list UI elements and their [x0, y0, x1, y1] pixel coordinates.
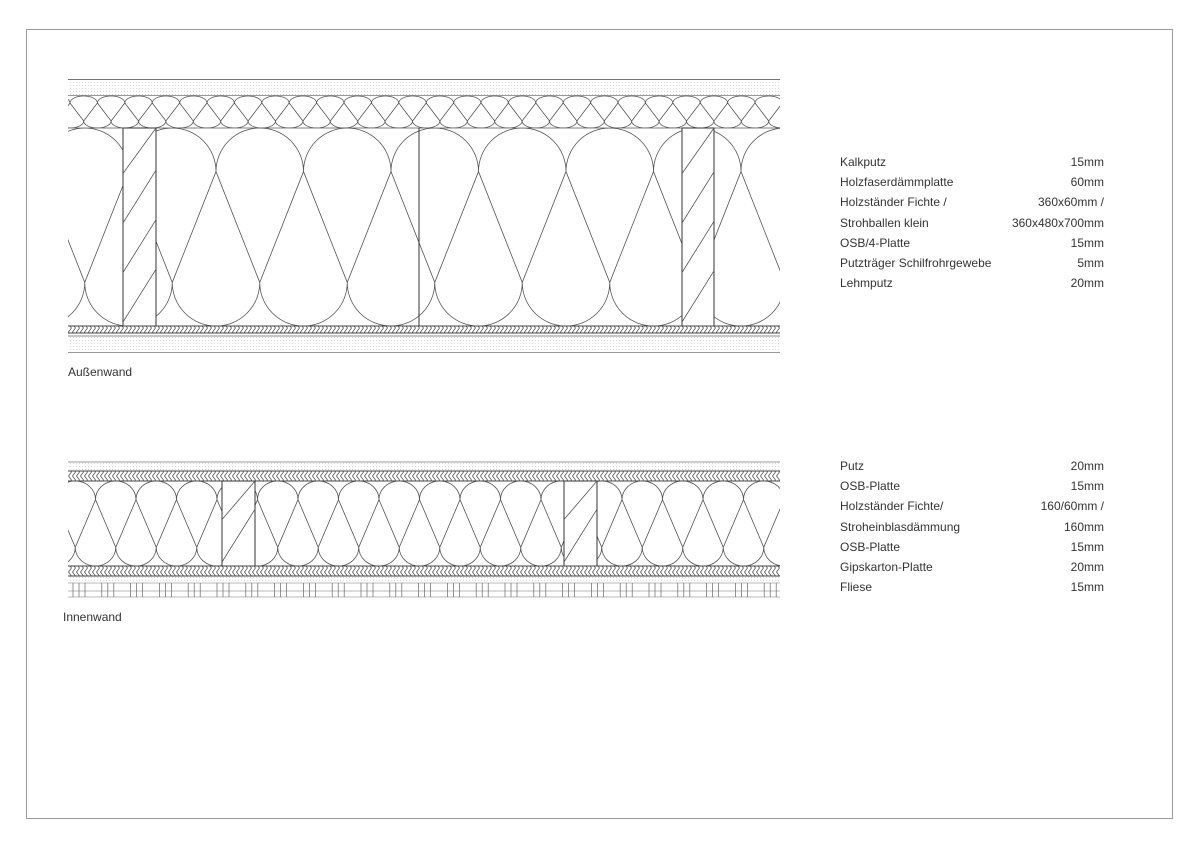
interior-wall-layer-list: Putz 20mm OSB-Platte 15mm Holzständer Fich…	[840, 456, 1104, 597]
layer-row: OSB-Platte 15mm	[840, 537, 1104, 557]
layer-row: Gipskarton-Platte 20mm	[840, 557, 1104, 577]
layer-name: Putzträger Schilfrohrgewebe	[840, 255, 992, 270]
layer-row: Strohballen klein 360x480x700mm	[840, 213, 1104, 233]
layer-thickness: 15mm	[1070, 155, 1104, 169]
layer-name: Putz	[840, 459, 865, 473]
timber-studs	[122, 127, 715, 327]
layer-name: Holzfaserdämmplatte	[840, 175, 954, 190]
layer-thickness: 60mm	[1070, 175, 1104, 190]
layer-row: Holzständer Fichte/160/60mm /	[840, 496, 1104, 516]
layer-name: Fliese	[840, 580, 873, 595]
layer-name: OSB-Platte	[840, 539, 901, 554]
layer-thickness: 360x480x700mm	[1011, 215, 1104, 230]
clay-plaster-layer	[68, 337, 780, 352]
layer-row: Holzständer Fichte / 360x60mm /	[840, 192, 1104, 212]
gypsum-board-layer	[68, 577, 780, 583]
layer-name: OSB/4-Platte	[840, 235, 911, 250]
layer-thickness: 15mm	[1070, 539, 1104, 554]
wood-fiber-board-layer	[68, 95, 780, 128]
plaster-layer	[68, 463, 780, 471]
osb-board-layer	[68, 326, 780, 333]
layer-name: OSB-Platte	[840, 479, 901, 494]
stud-hatch	[122, 127, 157, 323]
tile-joints	[72, 583, 777, 597]
timber-stud	[563, 480, 598, 567]
layer-row: Putz 20mm	[840, 456, 1104, 476]
layer-row: Fliese 15mm	[840, 577, 1104, 597]
layer-name: Holzständer Fichte /	[840, 195, 947, 210]
osb-board-bottom-layer	[68, 566, 780, 576]
layer-name: Strohballen klein	[840, 215, 929, 230]
exterior-wall-caption: Außenwand	[68, 365, 133, 379]
timber-stud	[122, 127, 157, 327]
layer-thickness: 5mm	[1077, 255, 1104, 270]
layer-thickness: 160mm	[1063, 519, 1104, 534]
timber-stud	[221, 480, 256, 567]
timber-studs	[221, 480, 598, 567]
interior-wall-caption: Innenwand	[63, 610, 122, 624]
exterior-wall-layer-list: Kalkputz 15mm Holzfaserdämmplatte 60mm Hol…	[840, 152, 1104, 293]
stud-hatch	[221, 480, 256, 563]
interior-wall-section	[68, 461, 780, 598]
layer-name: Gipskarton-Platte	[840, 559, 933, 574]
layer-row: Putzträger Schilfrohrgewebe 5mm	[840, 253, 1104, 273]
layer-row: OSB-Platte 15mm	[840, 476, 1104, 496]
layer-row: Stroheinblasdämmung 160mm	[840, 517, 1104, 537]
insulation-symbol	[68, 95, 780, 128]
layer-thickness: 160/60mm /	[1040, 499, 1104, 514]
layer-row: OSB/4-Platte 15mm	[840, 233, 1104, 253]
sheet-frame	[26, 29, 1173, 819]
layer-thickness: 20mm	[1070, 459, 1104, 473]
layer-thickness: 20mm	[1070, 559, 1104, 574]
stud-hatch	[681, 127, 715, 323]
layer-row: Holzfaserdämmplatte 60mm	[840, 172, 1104, 192]
layer-row: Kalkputz 15mm	[840, 152, 1104, 172]
stud-hatch	[563, 480, 598, 563]
layer-row: Lehmputz 20mm	[840, 273, 1104, 293]
lime-plaster-layer	[68, 80, 780, 95]
tile-layer	[72, 583, 777, 597]
layer-name: Stroheinblasdämmung	[840, 519, 961, 534]
layer-thickness: 20mm	[1070, 276, 1104, 291]
layer-name: Lehmputz	[840, 276, 893, 291]
layer-thickness: 15mm	[1070, 580, 1104, 595]
layer-thickness: 15mm	[1070, 235, 1104, 250]
osb-board-top-layer	[68, 471, 780, 481]
insulation-symbol	[68, 481, 780, 566]
exterior-wall-section	[68, 79, 780, 353]
layer-thickness: 360x60mm /	[1037, 195, 1104, 210]
layer-name: Kalkputz	[840, 155, 887, 169]
blown-straw-insulation-layer	[68, 481, 780, 566]
layer-thickness: 15mm	[1070, 479, 1104, 494]
layer-name: Holzständer Fichte/	[840, 499, 944, 514]
